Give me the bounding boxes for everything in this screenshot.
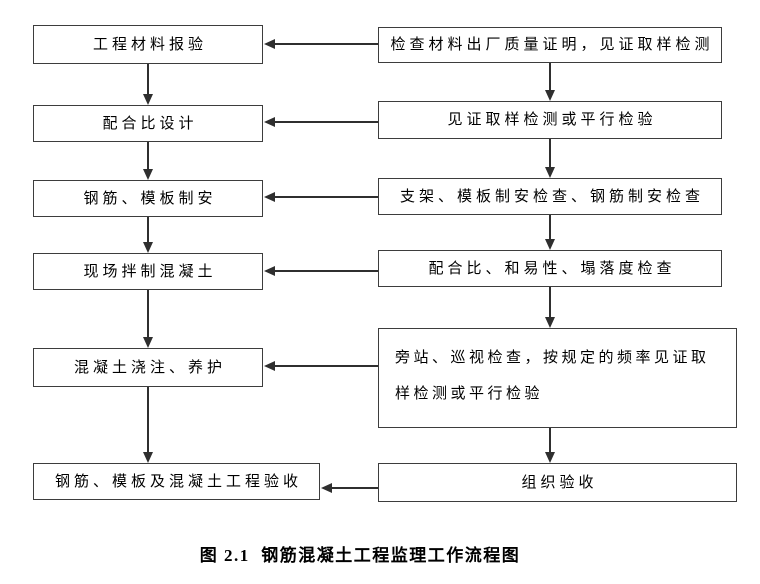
arrow-head-left-row6: [321, 483, 332, 493]
arrow-line-left-4-5: [147, 290, 149, 338]
arrow-head-down-left-4-5: [143, 337, 153, 348]
arrow-line-left-1-2: [147, 64, 149, 95]
arrow-line-row3: [275, 196, 378, 198]
arrow-line-row2: [275, 121, 378, 123]
arrow-line-right-2-3: [549, 139, 551, 168]
arrow-head-left-row1: [264, 39, 275, 49]
arrow-line-left-2-3: [147, 142, 149, 170]
arrow-line-row5: [275, 365, 378, 367]
figure-caption: 图 2.1 钢筋混凝土工程监理工作流程图: [199, 546, 521, 565]
arrow-head-down-right-2-3: [545, 167, 555, 178]
node-organize-acceptance: 组织验收: [378, 463, 737, 502]
arrow-head-left-row4: [264, 266, 275, 276]
arrow-head-down-right-5-6: [545, 452, 555, 463]
node-onsite-concrete-mixing: 现场拌制混凝土: [33, 253, 263, 290]
arrow-head-down-left-3-4: [143, 242, 153, 253]
arrow-head-down-left-2-3: [143, 169, 153, 180]
arrow-line-left-3-4: [147, 217, 149, 243]
arrow-line-row4: [275, 270, 378, 272]
arrow-head-down-left-5-6: [143, 452, 153, 463]
arrow-head-down-right-1-2: [545, 90, 555, 101]
arrow-head-left-row5: [264, 361, 275, 371]
arrow-line-right-1-2: [549, 63, 551, 91]
arrow-line-row6: [332, 487, 378, 489]
arrow-head-left-row2: [264, 117, 275, 127]
node-rebar-formwork-install: 钢筋、模板制安: [33, 180, 263, 217]
node-mix-workability-check: 配合比、和易性、塌落度检查: [378, 250, 722, 287]
arrow-head-down-right-3-4: [545, 239, 555, 250]
node-works-acceptance: 钢筋、模板及混凝土工程验收: [33, 463, 320, 500]
node-factory-quality-check: 检查材料出厂质量证明，见证取样检测: [378, 27, 722, 63]
arrow-head-down-right-4-5: [545, 317, 555, 328]
node-material-submission: 工程材料报验: [33, 25, 263, 64]
node-concrete-pour-curing: 混凝土浇注、养护: [33, 348, 263, 387]
node-mix-ratio-design: 配合比设计: [33, 105, 263, 142]
node-support-formwork-check: 支架、模板制安检查、钢筋制安检查: [378, 178, 722, 215]
arrow-line-right-3-4: [549, 215, 551, 240]
arrow-line-left-5-6: [147, 387, 149, 453]
arrow-line-right-4-5: [549, 287, 551, 318]
arrow-line-right-5-6: [549, 428, 551, 453]
node-patrol-inspection: 旁站、巡视检查，按规定的频率见证取样检测或平行检验: [378, 328, 737, 428]
arrow-head-down-left-1-2: [143, 94, 153, 105]
arrow-line-row1: [275, 43, 378, 45]
node-witness-sampling-test: 见证取样检测或平行检验: [378, 101, 722, 139]
arrow-head-left-row3: [264, 192, 275, 202]
